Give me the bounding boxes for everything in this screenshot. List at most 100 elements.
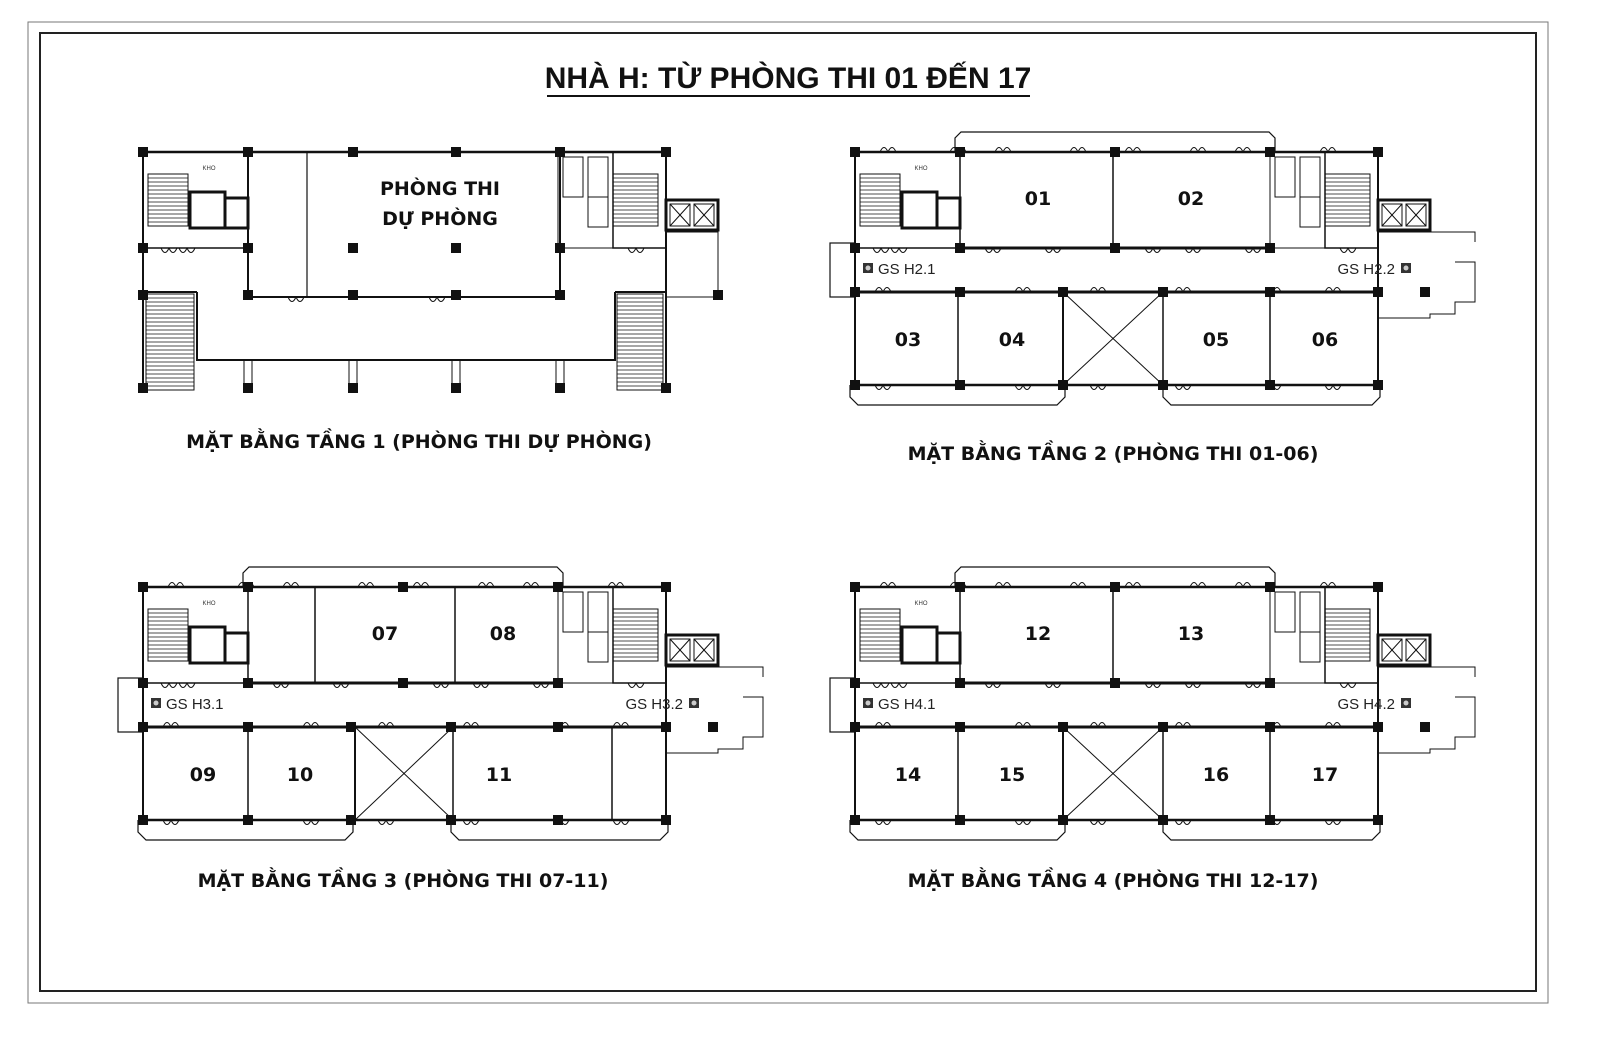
door bbox=[1014, 819, 1032, 825]
supervisor-station-label: GS H2.1 bbox=[878, 261, 936, 278]
toilet-block bbox=[557, 586, 614, 684]
annex-wall bbox=[1378, 666, 1476, 754]
stair-core bbox=[142, 586, 249, 684]
column bbox=[138, 147, 148, 157]
column bbox=[850, 147, 860, 157]
entrance-porch bbox=[117, 677, 144, 733]
door bbox=[627, 247, 645, 253]
door bbox=[237, 582, 255, 588]
door bbox=[1189, 582, 1207, 588]
door bbox=[1174, 384, 1192, 390]
column bbox=[1110, 243, 1120, 253]
column bbox=[348, 147, 358, 157]
door bbox=[1014, 722, 1032, 728]
column bbox=[1158, 722, 1168, 732]
column bbox=[451, 243, 461, 253]
room-number: 14 bbox=[895, 764, 921, 786]
column bbox=[1373, 722, 1383, 732]
supervisor-station-label: GS H3.1 bbox=[166, 696, 224, 713]
elevator-shaft bbox=[935, 196, 962, 230]
void-diagonal bbox=[669, 203, 691, 227]
column bbox=[138, 582, 148, 592]
column bbox=[850, 678, 860, 688]
door bbox=[432, 682, 450, 688]
floor-3-caption: MẶT BẰNG TẦNG 3 (PHÒNG THI 07-11) bbox=[198, 866, 609, 892]
door bbox=[532, 682, 550, 688]
toilet-stall bbox=[1299, 631, 1321, 663]
column bbox=[553, 582, 563, 592]
column bbox=[850, 722, 860, 732]
annex-wall bbox=[666, 666, 764, 754]
balcony-top bbox=[954, 131, 1276, 152]
door bbox=[428, 296, 446, 302]
toilet-stall bbox=[562, 156, 584, 198]
elevator-shaft bbox=[188, 190, 227, 230]
column bbox=[1265, 380, 1275, 390]
door bbox=[949, 147, 967, 153]
column bbox=[1058, 380, 1068, 390]
column bbox=[955, 582, 965, 592]
supervisor-marker-dot bbox=[691, 700, 697, 706]
door bbox=[272, 682, 290, 688]
door bbox=[1174, 722, 1192, 728]
door bbox=[552, 819, 570, 825]
column bbox=[1158, 815, 1168, 825]
room-number: 01 bbox=[1025, 188, 1051, 210]
door bbox=[879, 147, 897, 153]
column bbox=[1265, 243, 1275, 253]
door bbox=[1014, 287, 1032, 293]
door bbox=[874, 819, 892, 825]
store-room-label: KHO bbox=[202, 166, 215, 172]
column bbox=[1373, 380, 1383, 390]
column bbox=[850, 287, 860, 297]
column bbox=[955, 678, 965, 688]
elevator-car bbox=[693, 203, 715, 227]
column bbox=[1265, 678, 1275, 688]
supervisor-marker-dot bbox=[865, 265, 871, 271]
supervisor-marker-dot bbox=[865, 700, 871, 706]
door bbox=[1339, 682, 1357, 688]
store-room-label: KHO bbox=[202, 601, 215, 607]
elevator-shaft bbox=[188, 625, 227, 665]
door bbox=[472, 682, 490, 688]
door bbox=[167, 582, 185, 588]
column bbox=[1110, 147, 1120, 157]
stair-core bbox=[854, 586, 961, 684]
column bbox=[451, 383, 461, 393]
door bbox=[612, 819, 630, 825]
staircase bbox=[859, 608, 901, 662]
column bbox=[451, 147, 461, 157]
balcony-top bbox=[242, 566, 564, 587]
annex-wall bbox=[666, 231, 719, 298]
void-diagonal bbox=[1381, 203, 1403, 227]
balcony-bottom bbox=[849, 820, 1066, 841]
door bbox=[994, 582, 1012, 588]
room-number: 13 bbox=[1178, 623, 1204, 645]
door bbox=[1264, 384, 1282, 390]
annex-wall bbox=[1378, 231, 1476, 319]
door bbox=[1264, 722, 1282, 728]
door bbox=[607, 582, 625, 588]
supervisor-station-label: GS H2.2 bbox=[1337, 261, 1395, 278]
column bbox=[1265, 147, 1275, 157]
column bbox=[348, 290, 358, 300]
entrance-porch bbox=[829, 677, 856, 733]
toilet-block bbox=[1269, 586, 1326, 684]
column bbox=[955, 815, 965, 825]
column bbox=[346, 722, 356, 732]
room-number: 02 bbox=[1178, 188, 1204, 210]
column bbox=[708, 722, 718, 732]
supervisor-station-label: GS H4.1 bbox=[878, 696, 936, 713]
room-number: 15 bbox=[999, 764, 1025, 786]
door bbox=[1044, 247, 1062, 253]
door bbox=[1089, 819, 1107, 825]
column bbox=[243, 147, 253, 157]
void-diagonal bbox=[1062, 726, 1164, 821]
column bbox=[661, 815, 671, 825]
toilet-block bbox=[1269, 151, 1326, 249]
door bbox=[552, 722, 570, 728]
door bbox=[874, 384, 892, 390]
column bbox=[1420, 287, 1430, 297]
door bbox=[890, 247, 908, 253]
